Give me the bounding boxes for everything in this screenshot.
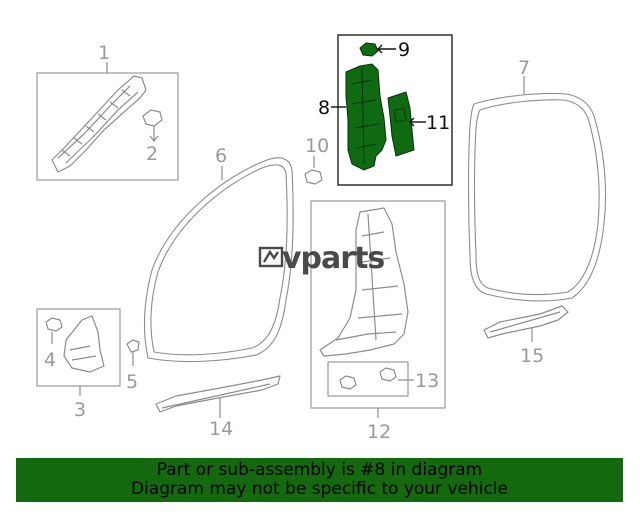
part-13-clips[interactable] <box>339 367 397 390</box>
group-box-8 <box>337 34 453 186</box>
group-box-13 <box>327 361 409 397</box>
vparts-watermark-logo: vparts <box>258 241 385 276</box>
callout-4[interactable]: 4 <box>44 349 56 371</box>
banner-line-1: Part or sub-assembly is #8 in diagram <box>156 460 483 480</box>
callout-3[interactable]: 3 <box>74 399 86 421</box>
part-14-front-scuff-plate[interactable] <box>155 375 281 413</box>
callout-14[interactable]: 14 <box>209 418 233 440</box>
part-4-clip[interactable] <box>45 317 63 344</box>
callout-8[interactable]: 8 <box>318 97 330 119</box>
part-6-front-door-weatherstrip[interactable] <box>143 157 294 363</box>
part-15-rear-scuff-plate[interactable] <box>483 305 569 339</box>
part-12-center-pillar-garnish-lower[interactable] <box>319 207 409 357</box>
callout-13[interactable]: 13 <box>415 370 439 392</box>
part-7-rear-door-weatherstrip[interactable] <box>467 92 607 302</box>
callout-6[interactable]: 6 <box>215 145 227 167</box>
callout-9[interactable]: 9 <box>398 39 410 61</box>
part-11-pillar-trim-panel[interactable] <box>387 91 415 157</box>
callout-11[interactable]: 11 <box>426 112 450 134</box>
part-2-clip[interactable] <box>142 109 163 142</box>
callout-1[interactable]: 1 <box>98 42 110 64</box>
part-9-clip[interactable] <box>359 42 396 57</box>
banner-background <box>16 458 623 502</box>
part-10-clip[interactable] <box>304 156 323 185</box>
part-1-windshield-pillar-garnish[interactable] <box>51 75 147 173</box>
callout-15[interactable]: 15 <box>520 345 544 367</box>
info-banner: Part or sub-assembly is #8 in diagram Di… <box>16 458 623 502</box>
callout-10[interactable]: 10 <box>305 135 329 157</box>
part-3-cowl-side-trim[interactable] <box>63 315 105 373</box>
callout-7[interactable]: 7 <box>518 57 530 79</box>
part-5-clip[interactable] <box>126 339 140 366</box>
banner-line-2: Diagram may not be specific to your vehi… <box>130 479 508 499</box>
watermark-text: vparts <box>282 241 384 276</box>
callout-2[interactable]: 2 <box>146 143 158 165</box>
group-box-3 <box>36 308 121 387</box>
part-8-center-pillar-garnish-upper[interactable] <box>345 63 387 171</box>
callout-5[interactable]: 5 <box>126 371 138 393</box>
callout-12[interactable]: 12 <box>367 421 391 443</box>
